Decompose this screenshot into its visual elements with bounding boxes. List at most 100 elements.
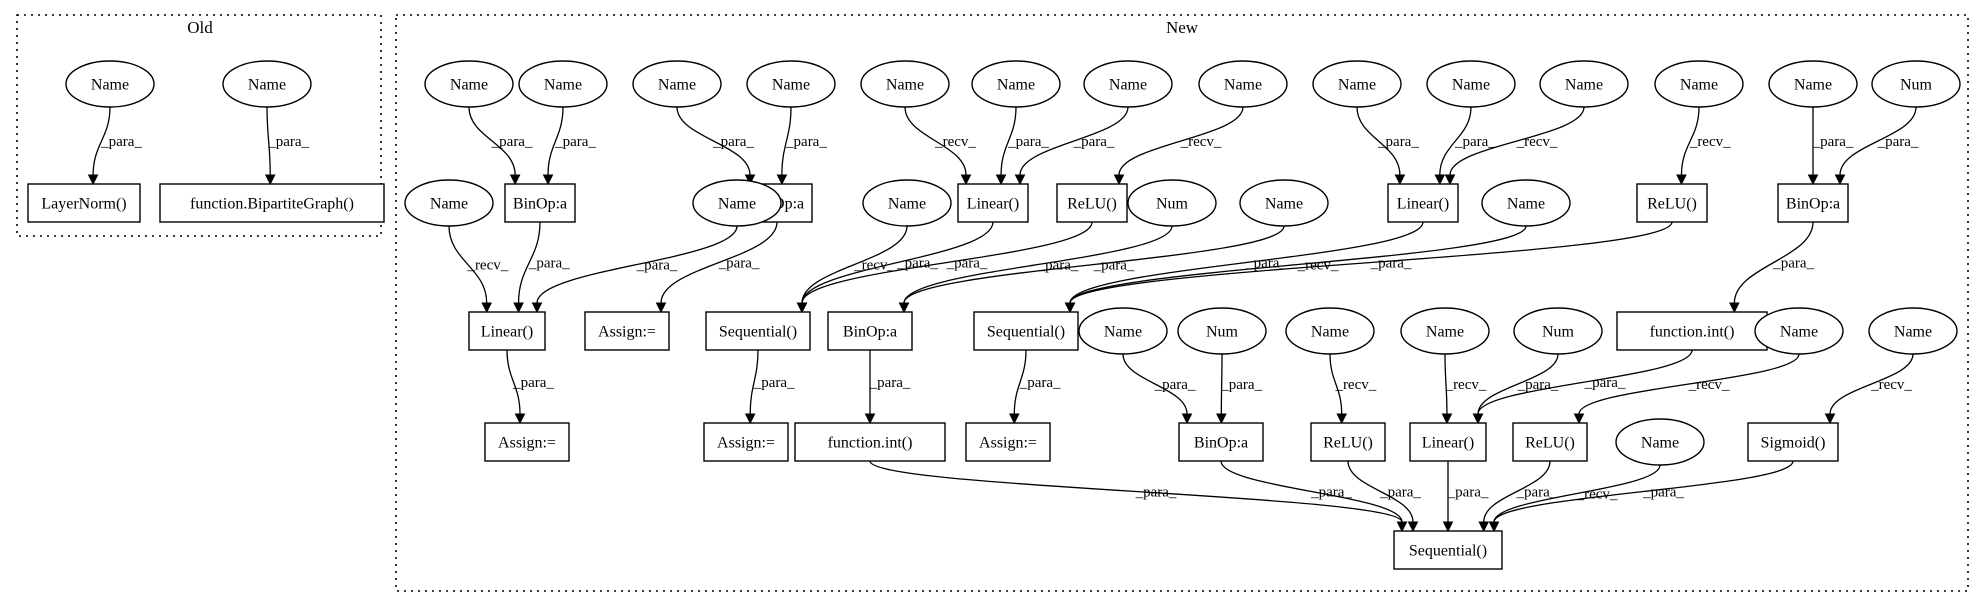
node-label: Name <box>1426 324 1464 341</box>
edge-label: _para_ <box>1073 134 1115 150</box>
node-bin4[interactable]: BinOp:a <box>827 311 913 351</box>
node-n10[interactable]: Name <box>1426 60 1516 108</box>
node-m5[interactable]: Name <box>1239 179 1329 227</box>
box-node <box>584 311 670 351</box>
node-label: Name <box>1338 77 1376 94</box>
node-o_n2[interactable]: Name <box>222 60 312 108</box>
edge-label: _para_ <box>785 134 827 150</box>
node-k1[interactable]: Name <box>1078 307 1168 355</box>
box-node <box>484 422 570 462</box>
node-as3[interactable]: Assign:= <box>703 422 789 462</box>
arrowhead-icon <box>1488 521 1500 533</box>
node-k6[interactable]: Name <box>1754 307 1844 355</box>
arrowhead-icon <box>1396 521 1408 533</box>
node-as2[interactable]: Assign:= <box>484 422 570 462</box>
ellipse-node <box>65 60 155 108</box>
node-sig[interactable]: Sigmoid() <box>1747 422 1839 462</box>
node-k8[interactable]: Name <box>1615 418 1705 466</box>
node-as4[interactable]: Assign:= <box>965 422 1051 462</box>
cluster-old: Old <box>16 14 382 237</box>
edge-line <box>1019 106 1129 176</box>
ellipse-node <box>1083 60 1173 108</box>
node-lin3[interactable]: Linear() <box>468 311 546 351</box>
arrowhead-icon <box>1472 413 1484 425</box>
node-n13[interactable]: Name <box>1768 60 1858 108</box>
edge-label: _para_ <box>491 134 533 150</box>
node-o_bg[interactable]: function.BipartiteGraph() <box>159 183 385 223</box>
node-as1[interactable]: Assign:= <box>584 311 670 351</box>
node-n14[interactable]: Num <box>1871 60 1961 108</box>
node-n9[interactable]: Name <box>1312 60 1402 108</box>
edge-label: _para_ <box>528 256 570 272</box>
node-relu2[interactable]: ReLU() <box>1636 183 1708 223</box>
ellipse-node <box>1426 60 1516 108</box>
node-m3[interactable]: Name <box>862 179 952 227</box>
edge-label: _para_ <box>267 134 309 150</box>
edge-line <box>1347 460 1414 523</box>
node-k5[interactable]: Num <box>1513 307 1603 355</box>
node-bin1[interactable]: BinOp:a <box>504 183 576 223</box>
node-label: Name <box>544 77 582 94</box>
node-n4[interactable]: Name <box>746 60 836 108</box>
ellipse-node <box>1539 60 1629 108</box>
node-fint2[interactable]: function.int() <box>794 422 946 462</box>
node-relu1[interactable]: ReLU() <box>1056 183 1128 223</box>
node-o_ln[interactable]: LayerNorm() <box>27 183 141 223</box>
node-k4[interactable]: Name <box>1400 307 1490 355</box>
node-n2[interactable]: Name <box>518 60 608 108</box>
node-label: Name <box>1311 324 1349 341</box>
box-node <box>957 183 1029 223</box>
node-k7[interactable]: Name <box>1868 307 1958 355</box>
node-bin3[interactable]: BinOp:a <box>1777 183 1849 223</box>
node-n5[interactable]: Name <box>860 60 950 108</box>
node-label: Name <box>1224 77 1262 94</box>
node-label: BinOp:a <box>1786 196 1840 213</box>
node-lin2[interactable]: Linear() <box>1387 183 1459 223</box>
node-m2[interactable]: Name <box>692 179 782 227</box>
node-o_n1[interactable]: Name <box>65 60 155 108</box>
box-node <box>1636 183 1708 223</box>
node-label: Name <box>658 77 696 94</box>
node-n3[interactable]: Name <box>632 60 722 108</box>
node-k3[interactable]: Name <box>1285 307 1375 355</box>
edge-m1-lin3: _recv_ <box>448 225 509 314</box>
node-fint1[interactable]: function.int() <box>1616 311 1768 351</box>
box-node <box>703 422 789 462</box>
edge-seq2-as4: _para_ <box>1008 349 1061 425</box>
edge-m3-seq1: _recv_ <box>796 225 908 314</box>
arrowhead-icon <box>776 174 788 186</box>
node-n8[interactable]: Name <box>1198 60 1288 108</box>
node-bin5[interactable]: BinOp:a <box>1178 422 1264 462</box>
ellipse-node <box>1615 418 1705 466</box>
edge-sig-seq3: _para_ <box>1488 460 1794 533</box>
arrowhead-icon <box>542 174 554 186</box>
node-m1[interactable]: Name <box>404 179 494 227</box>
node-relu3[interactable]: ReLU() <box>1310 422 1386 462</box>
node-label: Name <box>1680 77 1718 94</box>
node-k2[interactable]: Num <box>1177 307 1267 355</box>
node-n1[interactable]: Name <box>424 60 514 108</box>
box-node <box>27 183 141 223</box>
node-n11[interactable]: Name <box>1539 60 1629 108</box>
edge-label: _recv_ <box>1870 377 1912 393</box>
edge-line <box>1493 464 1661 523</box>
edge-label: _recv_ <box>1688 377 1730 393</box>
ellipse-node <box>1513 307 1603 355</box>
node-lin4[interactable]: Linear() <box>1409 422 1487 462</box>
node-relu4[interactable]: ReLU() <box>1512 422 1588 462</box>
node-label: function.BipartiteGraph() <box>190 196 354 213</box>
node-n12[interactable]: Name <box>1654 60 1744 108</box>
node-seq1[interactable]: Sequential() <box>705 311 811 351</box>
node-label: Name <box>248 77 286 94</box>
node-n7[interactable]: Name <box>1083 60 1173 108</box>
edge-line <box>517 221 541 304</box>
node-label: Name <box>91 77 129 94</box>
edge-label: _para_ <box>1310 485 1352 501</box>
node-seq2[interactable]: Sequential() <box>973 311 1079 351</box>
node-m4[interactable]: Num <box>1127 179 1217 227</box>
node-lin1[interactable]: Linear() <box>957 183 1029 223</box>
node-n6[interactable]: Name <box>971 60 1061 108</box>
node-seq3[interactable]: Sequential() <box>1393 530 1503 570</box>
edge-line <box>903 225 1173 304</box>
node-m6[interactable]: Name <box>1481 179 1571 227</box>
